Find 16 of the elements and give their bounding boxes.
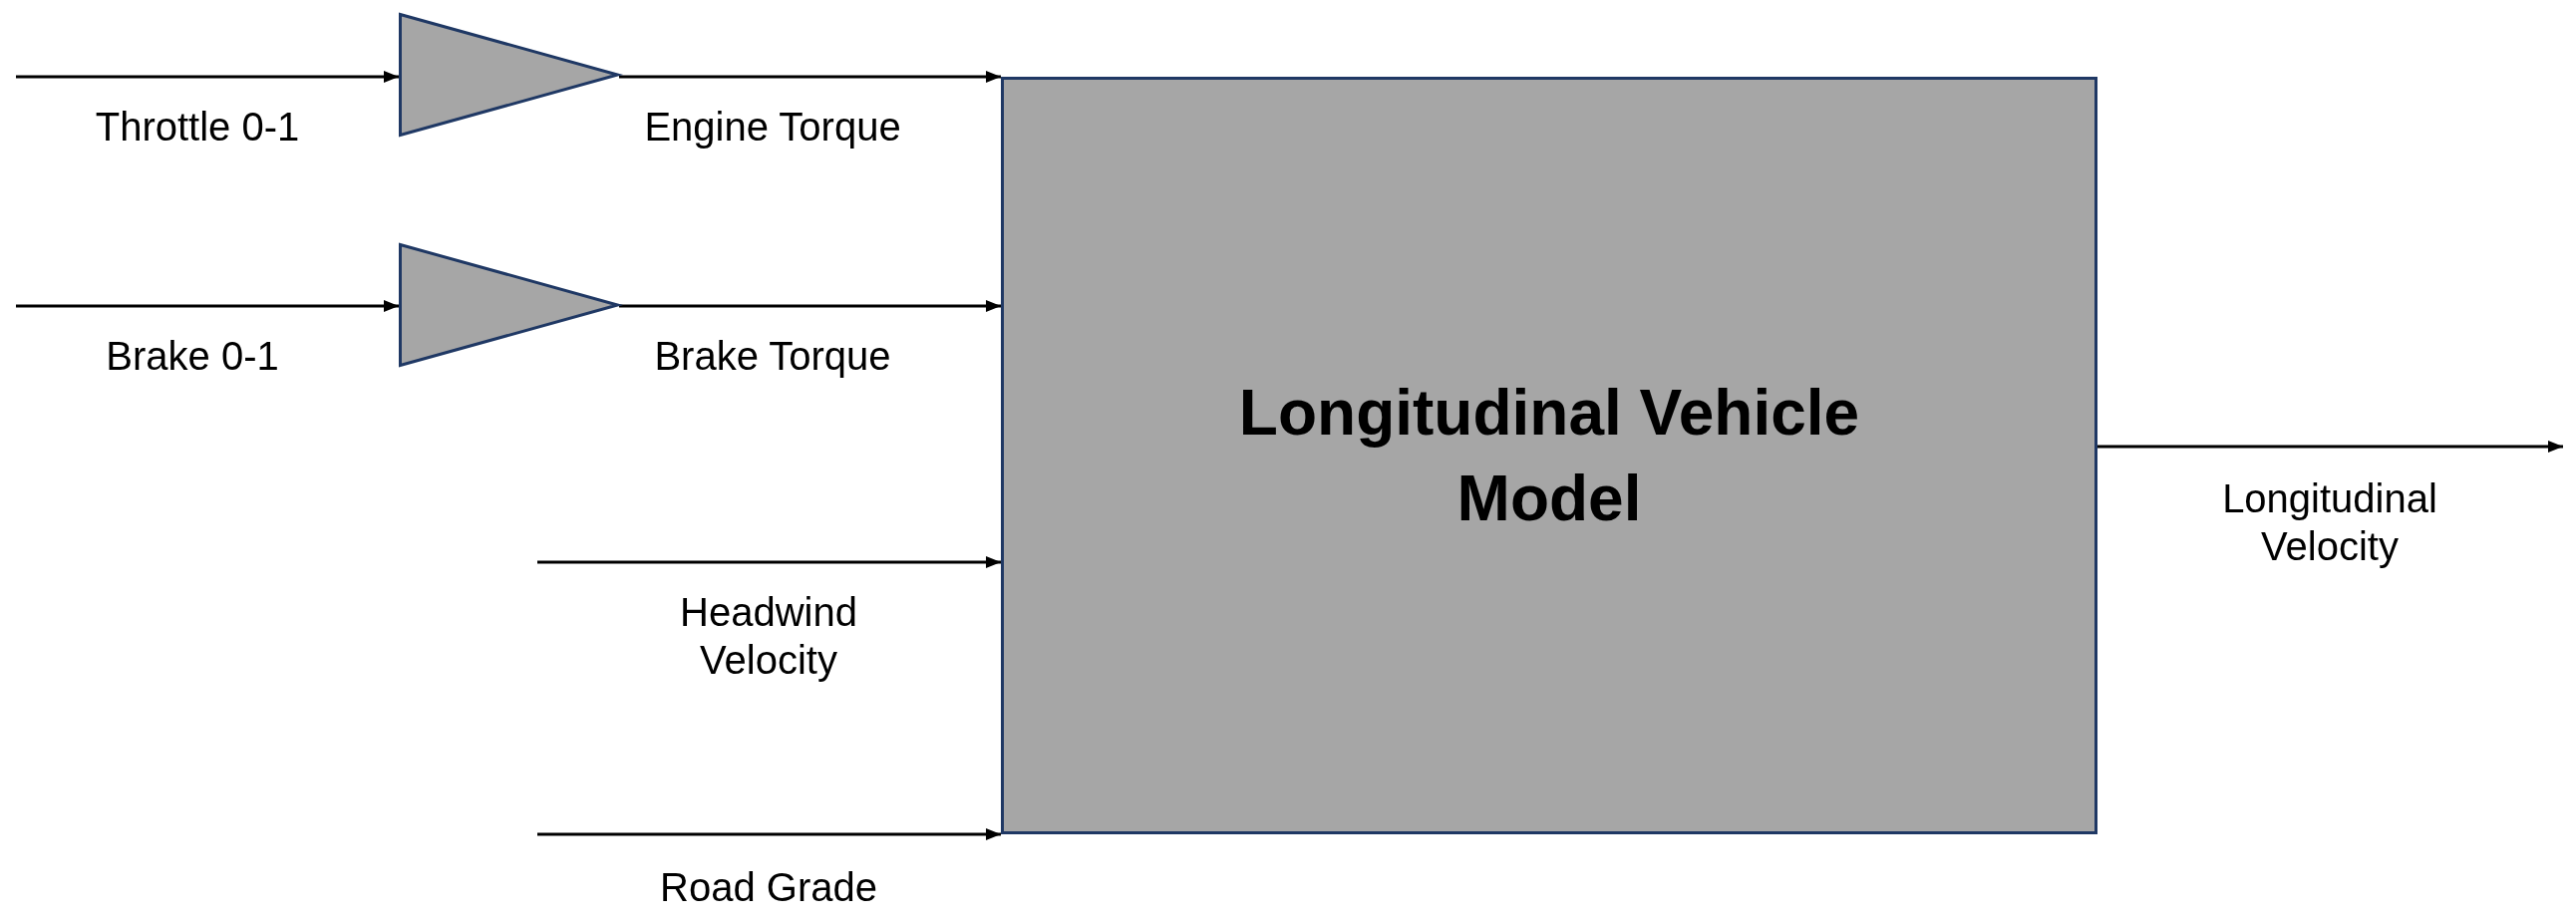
signal-label: Throttle 0-1	[94, 104, 301, 151]
signal-label: Brake 0-1	[105, 333, 280, 380]
signal-label: Longitudinal Velocity	[2221, 475, 2438, 570]
signal-arrow	[619, 300, 1001, 312]
block-title: Longitudinal Vehicle Model	[1237, 375, 1861, 536]
signal-arrow	[16, 300, 399, 312]
signal-arrow	[619, 71, 1001, 83]
signal-arrow	[2097, 441, 2563, 453]
signal-label: Road Grade	[659, 864, 878, 911]
signal-arrow	[537, 828, 1001, 840]
model-block	[1001, 77, 2097, 834]
signal-label: Brake Torque	[653, 333, 892, 380]
signal-arrow	[537, 556, 1001, 568]
signal-label: Headwind Velocity	[679, 589, 858, 684]
signal-arrow	[16, 71, 399, 83]
signal-label: Engine Torque	[643, 104, 902, 151]
